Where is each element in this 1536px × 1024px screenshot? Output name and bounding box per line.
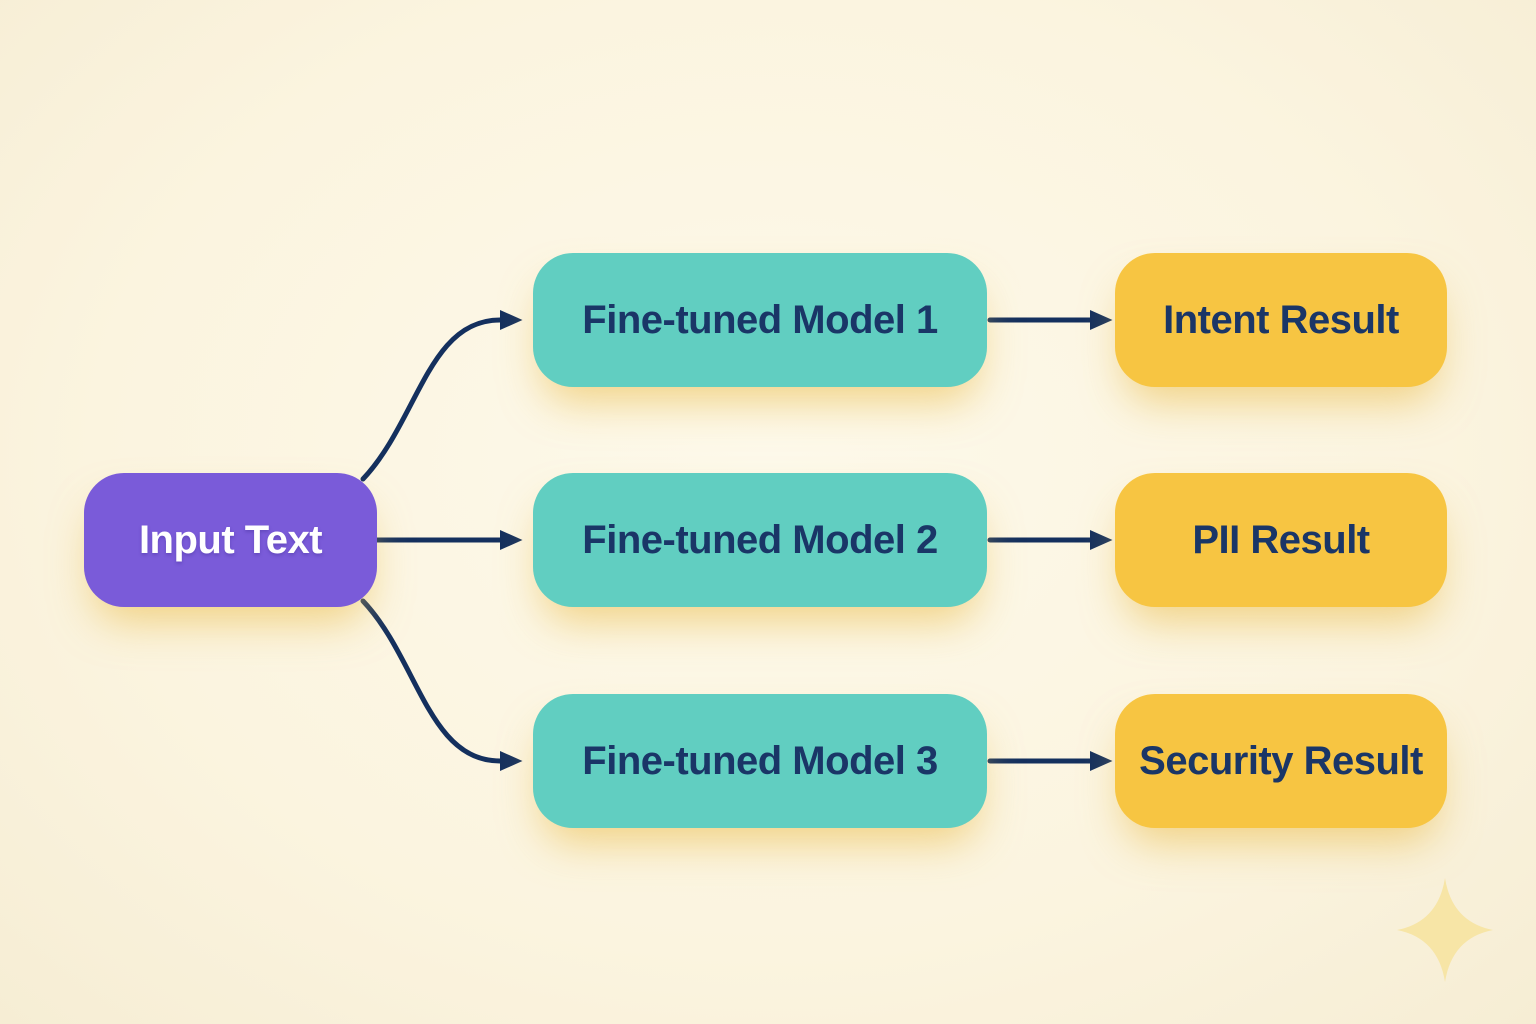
node-intent-result[interactable]: Intent Result — [1115, 253, 1447, 387]
node-input-text-label: Input Text — [138, 517, 323, 562]
arrow-input-to-model1 — [360, 310, 523, 482]
node-security-result-label: Security Result — [1139, 738, 1423, 783]
node-input-text[interactable]: Input Text — [84, 473, 377, 607]
node-pii-result-label: PII Result — [1192, 517, 1370, 562]
node-model-3-label: Fine-tuned Model 3 — [582, 738, 938, 783]
node-security-result[interactable]: Security Result — [1115, 694, 1447, 828]
node-intent-result-label: Intent Result — [1163, 297, 1399, 342]
node-model-2-label: Fine-tuned Model 2 — [582, 517, 938, 562]
node-model-1-label: Fine-tuned Model 1 — [582, 297, 938, 342]
node-model-2[interactable]: Fine-tuned Model 2 — [533, 473, 987, 607]
node-model-3[interactable]: Fine-tuned Model 3 — [533, 694, 987, 828]
arrow-input-to-model3 — [360, 598, 523, 771]
node-model-1[interactable]: Fine-tuned Model 1 — [533, 253, 987, 387]
sparkle-icon — [1397, 878, 1493, 982]
node-pii-result[interactable]: PII Result — [1115, 473, 1447, 607]
